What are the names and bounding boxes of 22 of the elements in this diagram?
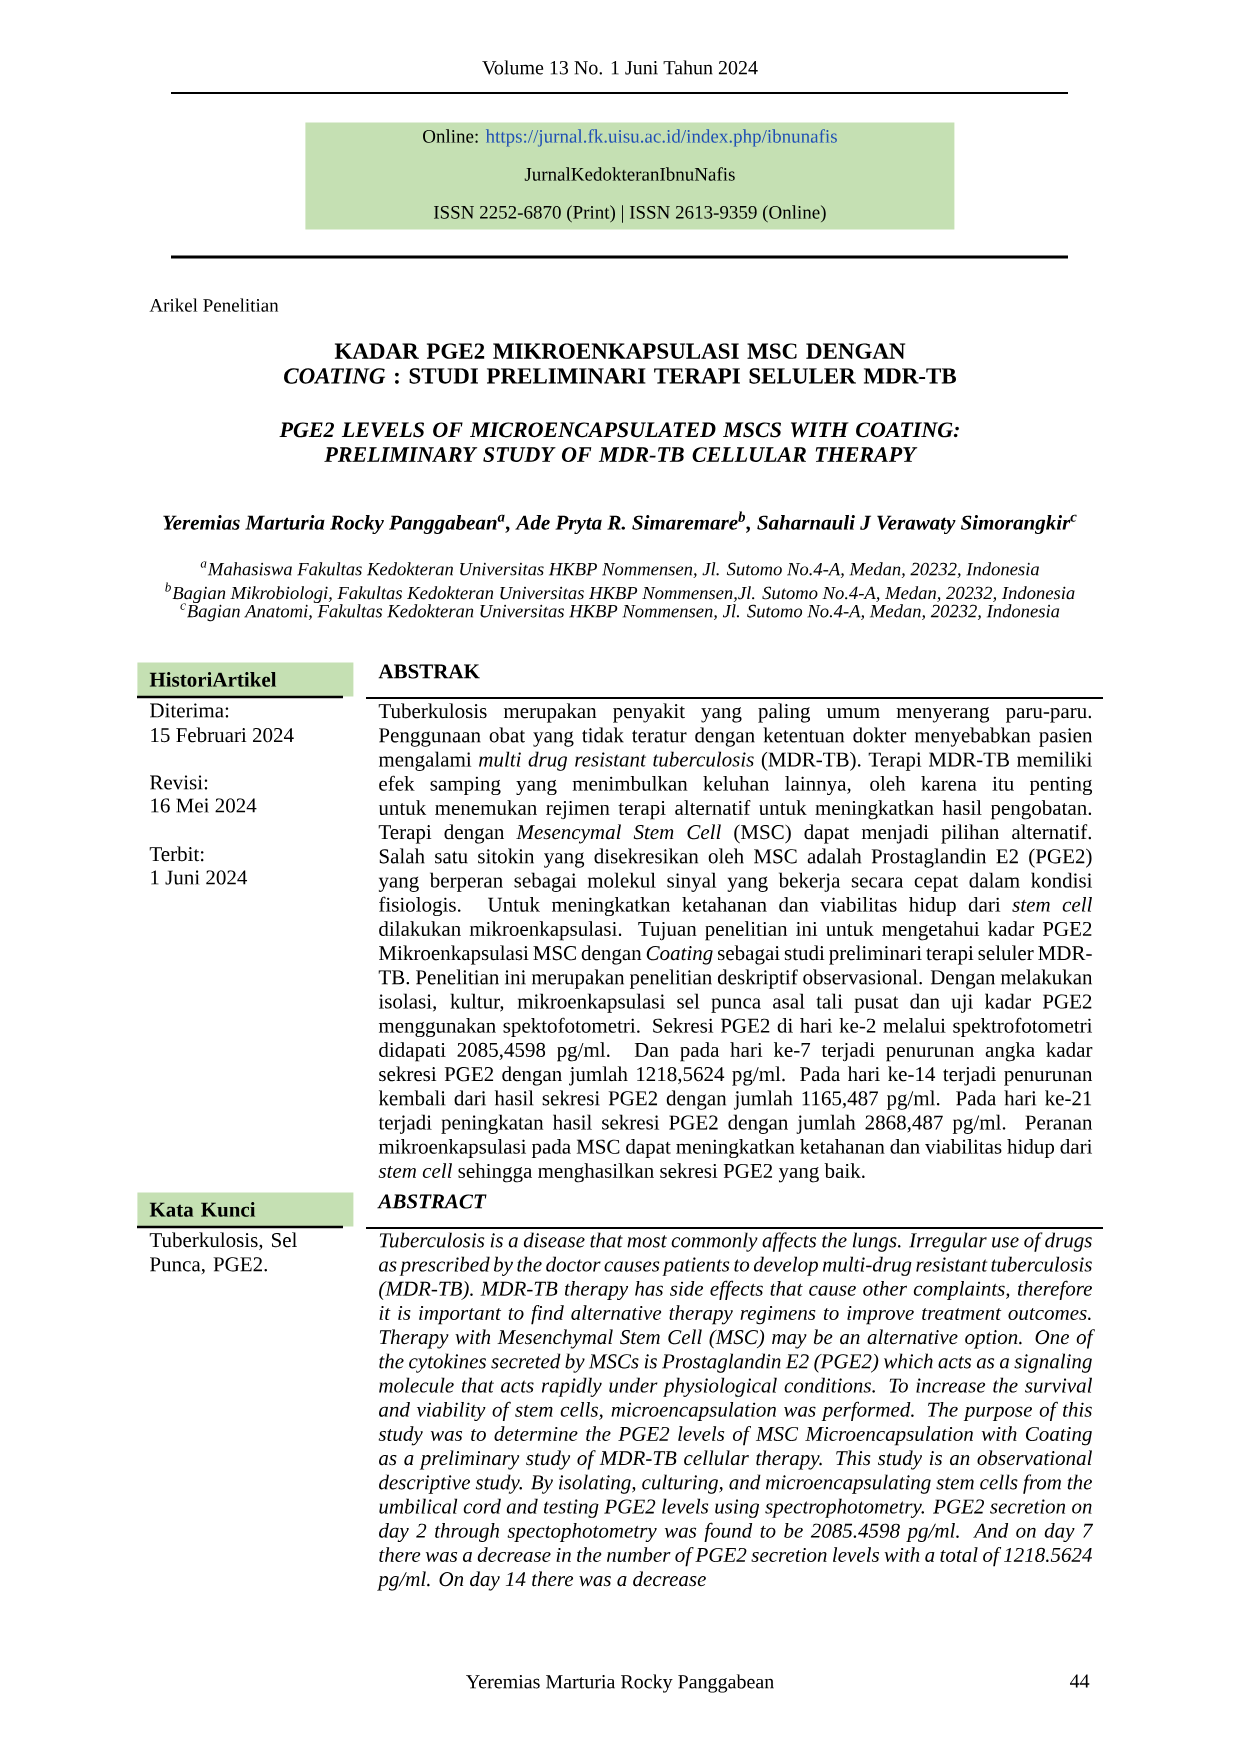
affiliation: $^{a}$Mahasiswa Fakultas Kedokteran Universitas HKBP Nommensen, Jl. Sutomo No.4-A, Medan, 20232, Indonesia: [200, 561, 1039, 579]
article-type-label: Arikel Penelitian: [149, 298, 279, 312]
footer-author: Yeremias Marturia Rocky Panggabean: [466, 1674, 774, 1693]
section-band: HistoriArtikel: [137, 662, 354, 697]
abstract-paragraph: Tuberculosis is a disease that most commonly affects the lungs. Irregular use of drugs as prescribed by the doctor causes patients to develop multi-drug resistant tuberculosis (MDR-TB). MDR-TB therapy has side effects that cause other complaints, therefore it is important to find alternative therapy regimens to improve treatment outcomes. Therapy with Mesenchymal Stem Cell (MSC) may be an alternative option. One of the cytokines secreted by MSCs is Prostaglandin E2 (PGE2) which acts as a signaling molecule that acts rapidly under physiological conditions. To increase the survival and viability of stem cells, microencapsulation was performed. The purpose of this study was to determine the PGE2 levels of MSC Microencapsulation with Coating as a preliminary study of MDR-TB cellular therapy. This study is an observational descriptive study. By isolating, culturing, and microencapsulating stem cells from the umbilical cord and testing PGE2 levels using spectrophotometry. PGE2 secretion on day 2 through spectophotometry was found to be 2085.4598 pg/ml. And on day 7 there was a decrease in the number of PGE2 secretion levels with a total of 1218.5624 pg/ml. On day 14 there was a decrease: [377, 1232, 1095, 1591]
date-label: Revisi:: [150, 775, 208, 790]
abstract-paragraph: Tuberkulosis merupakan penyakit yang paling umum menyerang paru-paru. Penggunaan obat yang tidak teratur dengan ketentuan dokter menyebabkan pasien mengalami multi drug resistant tuberculosis (MDR-TB). Terapi MDR-TB memiliki efek samping yang menimbulkan keluhan lainnya, oleh karena itu penting untuk menemukan rejimen terapi alternatif untuk meningkatkan hasil pengobatan. Terapi dengan Mesencymal Stem Cell (MSC) dapat menjadi pilihan alternatif. Salah satu sitokin yang disekresikan oleh MSC adalah Prostaglandin E2 (PGE2) yang berperan sebagai molekul sinyal yang bekerja secara cepat dalam kondisi fisiologis. Untuk meningkatkan ketahanan dan viabilitas hidup dari stem cell dilakukan mikroenkapsulasi. Tujuan penelitian ini untuk mengetahui kadar PGE2 Mikroenkapsulasi MSC dengan Coating sebagai studi preliminari terapi seluler MDR-TB. Penelitian ini merupakan penelitian deskriptif observasional. Dengan melakukan isolasi, kultur, mikroenkapsulasi sel punca asal tali pusat dan uji kadar PGE2 menggunakan spektofotometri. Sekresi PGE2 di hari ke-2 melalui spektrofotometri didapati 2085,4598 pg/ml. Dan pada hari ke-7 terjadi penurunan angka kadar sekresi PGE2 dengan jumlah 1218,5624 pg/ml. Pada hari ke-14 terjadi penurunan kembali dari hasil sekresi PGE2 dengan jumlah 1165,487 pg/ml. Pada hari ke-21 terjadi peningkatan hasil sekresi PGE2 dengan jumlah 2868,487 pg/ml. Peranan mikroenkapsulasi pada MSC dapat meningkatkan ketahanan dan viabilitas hidup dari stem cell sehingga menghasilkan sekresi PGE2 yang baik.: [378, 703, 1093, 1183]
date-label: Terbit:: [149, 846, 204, 862]
date-value: 16 Mei 2024: [151, 798, 257, 813]
affiliation: $^{c}$Bagian Anatomi, Fakultas Kedokteran Universitas HKBP Nommensen, Jl. Sutomo No.4-A, Medan, 20232, Indonesia: [180, 603, 1060, 622]
page-number: 44: [1070, 1674, 1090, 1688]
author-list: Yeremias Marturia Rocky Panggabean$^{a}$, Ade Pryta R. Simaremare$^{b}$, Saharnauli J Verawaty Simorangkir$^{c}$: [163, 511, 1077, 535]
english-title: PGE2 LEVELS OF MICROENCAPSULATED MSCS WITH COATING: PRELIMINARY STUDY OF MDR-TB CELLULAR THERAPY: [279, 422, 959, 462]
header-banner: Online: https://jurnal.fk.uisu.ac.id/index.php/ibnunafis JurnalKedokteranIbnuNafis ISSN 2252-6870 (Print) | ISSN 2613-9359 (Online): [305, 122, 955, 230]
article-title: KADAR PGE2 MIKROENKAPSULASI MSC DENGAN COATING : STUDI PRELIMINARI TERAPI SELULER MDR-TB: [284, 343, 957, 384]
section-band: Kata Kunci: [137, 1192, 354, 1227]
section-heading: ABSTRACT: [377, 1194, 487, 1209]
affiliation: $^{b}$Bagian Mikrobiologi, Fakultas Kedokteran Universitas HKBP Nommensen,Jl. Sutomo No.4-A, Medan, 20232, Indonesia: [165, 582, 1075, 604]
date-value: 15 Februari 2024: [151, 727, 294, 743]
running-header: Volume 13 No. 1 Juni Tahun 2024: [482, 60, 758, 75]
date-value: 1 Juni 2024: [151, 870, 248, 885]
section-heading: ABSTRAK: [378, 664, 480, 679]
